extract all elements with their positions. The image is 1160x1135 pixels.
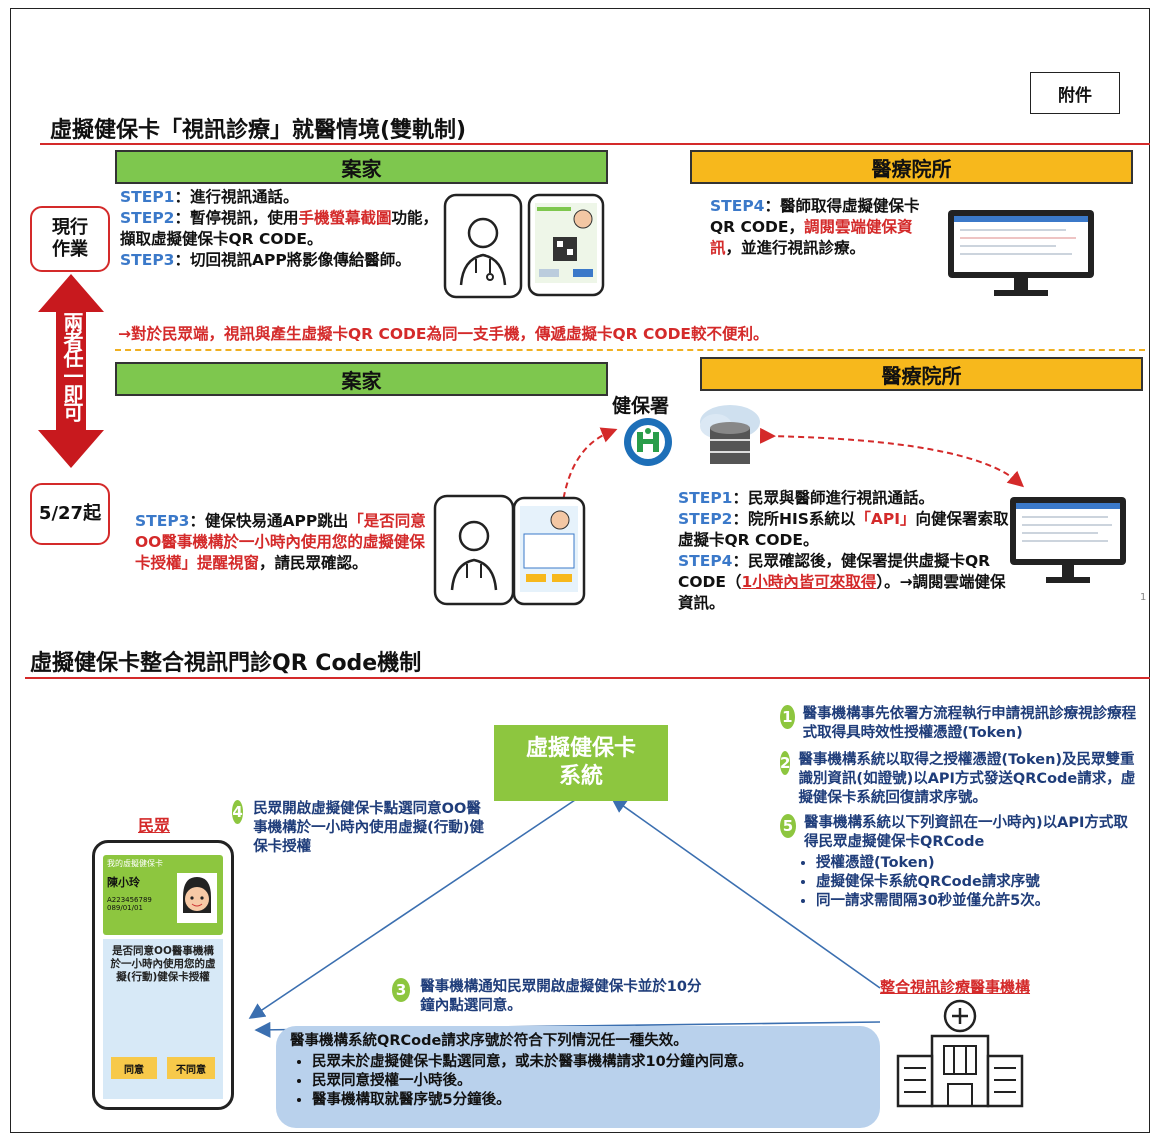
doctor-phone-icon-new [433, 494, 515, 606]
monitor-icon [948, 210, 1094, 296]
qr-card-phone-icon [527, 193, 605, 297]
clinic-bar-new: 醫療院所 [700, 357, 1143, 391]
card-date: 089/01/01 [107, 904, 143, 912]
invalid-list: 民眾未於虛擬健保卡點選同意，或未於醫事機構請求10分鐘內同意。 民眾同意授權一小… [290, 1053, 866, 1110]
invalid-title: 醫事機構系統QRCode請求序號於符合下列情況任一種失效。 [290, 1033, 688, 1049]
either-one-label: 兩者任一即可 [60, 312, 84, 420]
people-label: 民眾 [138, 816, 171, 835]
card-header: 我的虛擬健保卡 [107, 859, 163, 868]
clinic-bar-current: 醫療院所 [690, 150, 1133, 184]
consent-dialog: 是否同意OO醫事機構於一小時內使用您的虛擬(行動)健保卡授權 同意 不同意 [103, 939, 223, 1099]
new-patient-step: STEP3：健保快易通APP跳出「是否同意OO醫事機構於一小時內使用您的虛擬健保… [135, 512, 426, 572]
current-practice-note: →對於民眾端，視訊與產生虛擬卡QR CODE為同一支手機，傳遞虛擬卡QR COD… [118, 325, 769, 343]
page-number: 1 [1140, 592, 1147, 603]
avatar-icon [177, 873, 217, 923]
data-flow-arrows [553, 427, 1025, 510]
monitor-icon-new [1010, 497, 1126, 583]
invalid-item: 民眾未於虛擬健保卡點選同意，或未於醫事機構請求10分鐘內同意。 [312, 1053, 866, 1072]
card-name: 陳小玲 [107, 876, 140, 889]
patient-bar-current: 案家 [115, 150, 608, 184]
page-frame [10, 8, 1150, 1133]
cloud-database-icon [700, 405, 760, 464]
invalid-item: 醫事機構取就醫序號5分鐘後。 [312, 1091, 866, 1110]
institution-label: 整合視訊診療醫事機構 [880, 978, 1031, 996]
hospital-icon [896, 999, 1024, 1108]
consent-phone-icon [512, 496, 586, 606]
patient-bar-new: 案家 [115, 362, 608, 396]
current-patient-steps: STEP1：進行視訊通話。 STEP2：暫停視訊，使用手機螢幕截圖功能，擷取虛擬… [120, 188, 439, 269]
invalid-conditions-box: 醫事機構系統QRCode請求序號於符合下列情況任一種失效。 民眾未於虛擬健保卡點… [276, 1026, 880, 1128]
step-1: 1 醫事機構事先依署方流程執行申請視訊診療視診療程式取得具時效性授權憑證(Tok… [780, 705, 1140, 743]
double-arrow-icon [38, 274, 104, 468]
divider-dashed [115, 349, 1145, 351]
section2-title: 虛擬健保卡整合視訊門診QR Code機制 [30, 651, 422, 676]
vhic-card: 我的虛擬健保卡 陳小玲 A223456789 089/01/01 [103, 855, 223, 935]
attachment-label: 附件 [1030, 72, 1120, 114]
date-label: 5/27起 [30, 483, 110, 545]
section2-underline [25, 677, 1150, 679]
card-id: A223456789 [107, 896, 152, 904]
doctor-phone-icon [443, 193, 523, 299]
agree-button[interactable]: 同意 [111, 1057, 157, 1079]
vhic-system-box: 虛擬健保卡 系統 [494, 725, 668, 801]
consent-prompt: 是否同意OO醫事機構於一小時內使用您的虛擬(行動)健保卡授權 [110, 945, 216, 983]
current-practice-label: 現行 作業 [30, 206, 110, 272]
step-5-bullets: 授權憑證(Token) 虛擬健保卡系統QRCode請求序號 同一請求需間隔30秒… [792, 854, 1140, 911]
current-clinic-step: STEP4：醫師取得虛擬健保卡QR CODE，調閱雲端健保資訊，並進行視訊診療。 [710, 197, 920, 257]
step-3: 3 醫事機構通知民眾開啟虛擬健保卡並於10分鐘內點選同意。 [392, 978, 712, 1016]
institution-steps: 1 醫事機構事先依署方流程執行申請視訊診療視診療程式取得具時效性授權憑證(Tok… [780, 705, 1140, 911]
step-5: 5 醫事機構系統以下列資訊在一小時內)以API方式取得民眾虛擬健保卡QRCode [780, 814, 1140, 852]
new-clinic-steps: STEP1：民眾與醫師進行視訊通話。 STEP2：院所HIS系統以「API」向健… [678, 489, 1009, 612]
nhia-label: 健保署 [612, 395, 670, 417]
invalid-item: 民眾同意授權一小時後。 [312, 1072, 866, 1091]
section1-underline [40, 143, 1150, 145]
step-2: 2 醫事機構系統以取得之授權憑證(Token)及民眾雙重識別資訊(如證號)以AP… [780, 751, 1136, 806]
step-4: 4 民眾開啟虛擬健保卡點選同意OO醫事機構於一小時內使用虛擬(行動)健保卡授權 [232, 800, 484, 855]
nhia-logo-icon [624, 418, 672, 466]
disagree-button[interactable]: 不同意 [167, 1057, 215, 1079]
citizen-phone: 我的虛擬健保卡 陳小玲 A223456789 089/01/01 是否同意OO醫… [92, 840, 234, 1110]
section1-title: 虛擬健保卡「視訊診療」就醫情境(雙軌制) [50, 118, 467, 143]
